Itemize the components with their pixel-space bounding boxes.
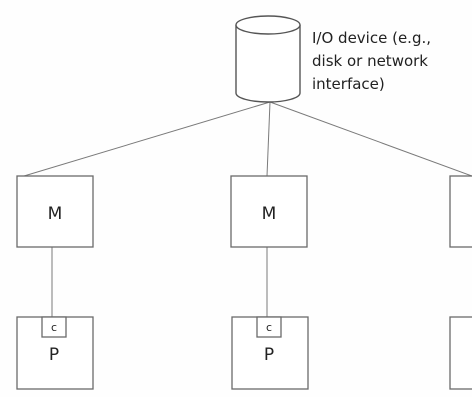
- memory-label-2: M: [262, 204, 277, 224]
- cache-box-2: [256, 316, 282, 338]
- processor-label-1: P: [49, 345, 59, 365]
- node-1: M c P: [16, 175, 94, 390]
- io-to-memory-1-line: [23, 101, 271, 177]
- cache-label-1: c: [51, 321, 57, 334]
- processor-label-2: P: [264, 345, 274, 365]
- memory-label-1: M: [48, 204, 63, 224]
- io-to-memory-3-line: [269, 101, 472, 177]
- memory-box-1: [16, 175, 94, 248]
- cache-label-2: c: [266, 321, 272, 334]
- io-device-label-line-1: I/O device (e.g.,: [312, 29, 431, 47]
- io-to-memory-2-line: [266, 101, 271, 177]
- cache-box-1: [41, 316, 67, 338]
- memory-box-2: [230, 175, 308, 248]
- memory-box-3: [449, 175, 472, 248]
- io-device-label-line-3: interface): [312, 75, 385, 93]
- node-2: M c P: [230, 175, 309, 390]
- processor-box-3: [449, 316, 472, 390]
- node-3: [449, 175, 472, 390]
- io-device-disk-icon: [235, 15, 301, 103]
- io-device-label-line-2: disk or network: [312, 52, 428, 70]
